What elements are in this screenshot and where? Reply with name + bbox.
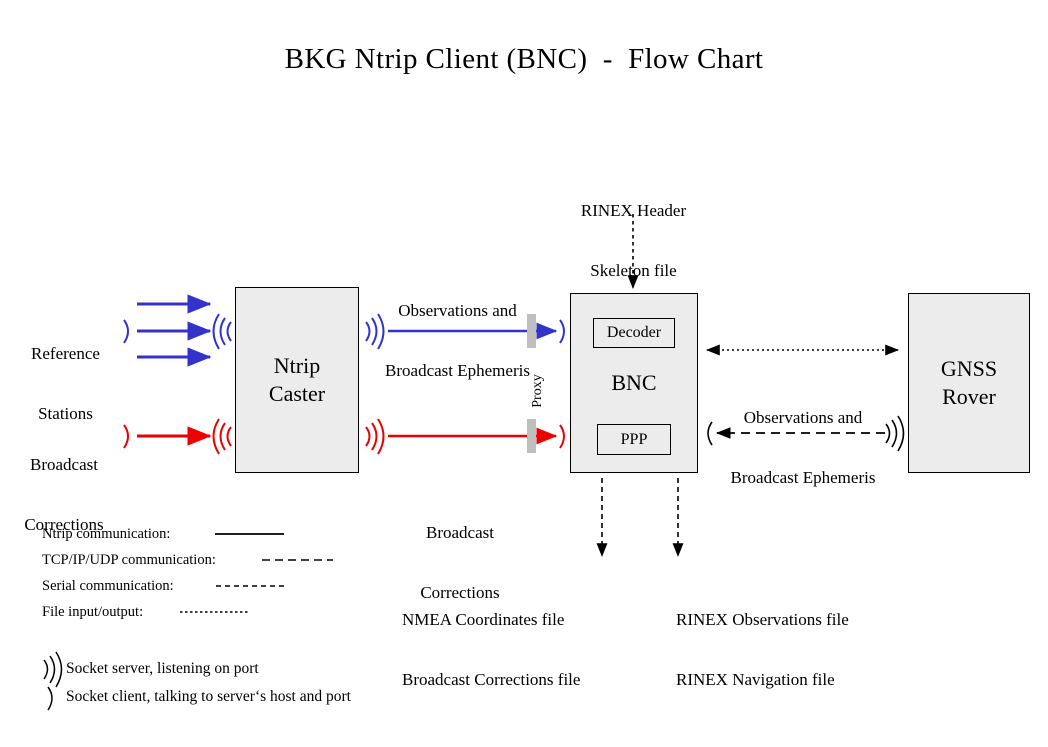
socket-client-icon-bnc-in-blue [559, 319, 565, 344]
page-title: BKG Ntrip Client (BNC) - Flow Chart [284, 43, 764, 75]
node-ntrip-caster[interactable]: Ntrip Caster [235, 287, 359, 473]
label-broadcast-corrections-mid: Broadcast Corrections [395, 483, 525, 643]
legend-label-tcpip: TCP/IP/UDP communication: [42, 552, 216, 568]
proxy-bar-upper [527, 314, 536, 348]
socket-client-icon-bnc-tcpip [707, 421, 713, 446]
label-observations-ephemeris-right: Observations and Broadcast Ephemeris [714, 368, 892, 528]
label-rinex-skeleton-line1: RINEX Header [580, 201, 687, 221]
gnss-rover-label-line1: GNSS [940, 355, 998, 381]
label-rinex-outputs-line2: RINEX Navigation file [676, 670, 835, 690]
label-rinex-outputs: RINEX Observations file RINEX Navigation… [676, 570, 911, 730]
legend-label-ntrip: Ntrip communication: [42, 526, 171, 542]
label-nmea-outputs: NMEA Coordinates file Broadcast Correcti… [402, 570, 642, 730]
label-obs-eph-right-line1: Observations and [743, 408, 863, 428]
socket-server-icon-legend [43, 651, 63, 688]
ntrip-caster-label-line1: Ntrip [273, 352, 321, 378]
label-obs-eph-left-line2: Broadcast Ephemeris [385, 361, 530, 381]
label-rinex-header-skeleton: RINEX Header Skeleton file [546, 161, 721, 321]
gnss-rover-label-line2: Rover [942, 384, 996, 409]
label-obs-eph-right-line2: Broadcast Ephemeris [730, 468, 876, 488]
socket-client-icon-reference-stations [123, 319, 129, 344]
label-reference-stations: Reference Stations [8, 304, 123, 464]
socket-client-icon-broadcast-corrections [123, 424, 129, 449]
label-observations-ephemeris-left: Observations and Broadcast Ephemeris [370, 261, 545, 421]
socket-client-icon-legend [47, 686, 53, 711]
label-reference-stations-line2: Stations [38, 404, 93, 424]
legend-socket-client-label: Socket client, talking to server‘s host … [66, 688, 351, 705]
label-broadcast-corrections-mid-line2: Corrections [420, 583, 500, 603]
legend-label-file-io: File input/output: [42, 604, 144, 620]
label-broadcast-corrections-mid-line1: Broadcast [426, 523, 494, 543]
socket-client-icon-bnc-in-red [559, 424, 565, 449]
ntrip-caster-label-line2: Caster [268, 381, 326, 406]
label-nmea-outputs-line2: Broadcast Corrections file [402, 670, 581, 690]
label-nmea-outputs-line1: NMEA Coordinates file [402, 610, 565, 630]
socket-server-icon-caster-in-blue [212, 313, 232, 350]
ppp-label: PPP [620, 430, 648, 448]
node-gnss-rover[interactable]: GNSS Rover [908, 293, 1030, 473]
bnc-label: BNC [611, 369, 657, 395]
socket-server-icon-caster-out-red [365, 418, 385, 455]
label-rinex-skeleton-line2: Skeleton file [590, 261, 677, 281]
decoder-label: Decoder [606, 324, 662, 341]
socket-server-icon-caster-in-red [212, 418, 232, 455]
label-broadcast-corrections-in: Broadcast Corrections [4, 415, 124, 575]
label-reference-stations-line1: Reference [31, 344, 100, 364]
proxy-bar-lower [527, 419, 536, 453]
node-bnc-decoder[interactable]: Decoder [593, 318, 675, 348]
label-obs-eph-left-line1: Observations and [398, 301, 517, 321]
label-broadcast-corrections-in-line1: Broadcast [30, 455, 98, 475]
legend-label-serial: Serial communication: [42, 578, 174, 594]
legend-socket-server-label: Socket server, listening on port [66, 660, 259, 677]
label-broadcast-corrections-in-line2: Corrections [24, 515, 104, 535]
label-rinex-outputs-line1: RINEX Observations file [676, 610, 849, 630]
node-bnc-ppp[interactable]: PPP [597, 424, 671, 455]
